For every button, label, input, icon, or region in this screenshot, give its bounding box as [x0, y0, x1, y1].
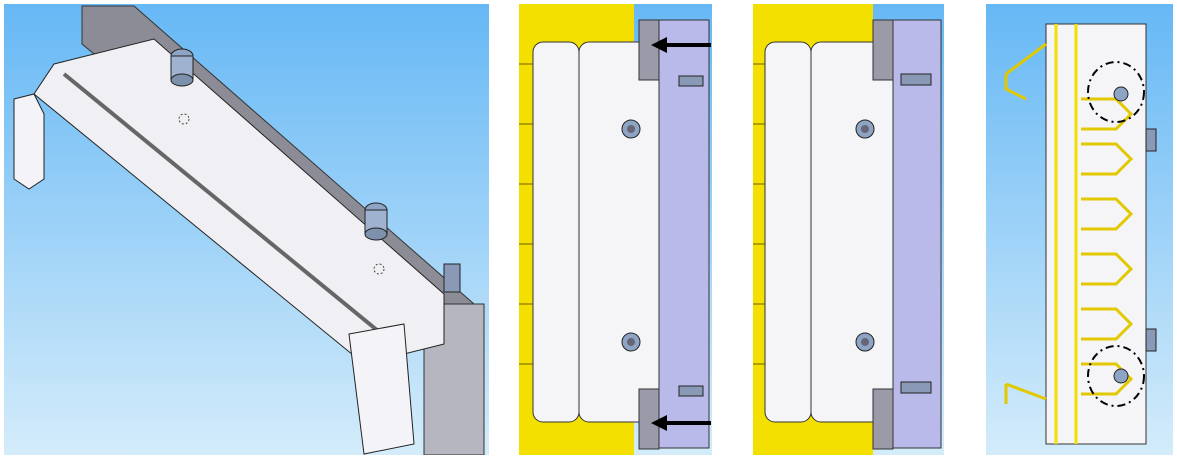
callout-bottom: [1087, 345, 1145, 407]
pin: [443, 263, 461, 293]
panel-isometric: [4, 4, 489, 455]
screw-top: [855, 119, 875, 139]
clamp-groove: [62, 72, 396, 346]
left-leg: [13, 93, 45, 190]
clamp-body-right: [578, 41, 670, 423]
screw-bottom: [1113, 368, 1129, 384]
side-view-arrows: [519, 4, 712, 455]
rail-profile: [1004, 42, 1134, 404]
bottom-block: [638, 388, 660, 450]
pin-bottom: [1145, 328, 1157, 352]
pin-top: [678, 75, 704, 87]
screw-2: [364, 202, 388, 241]
clamp-body-left: [532, 41, 580, 423]
side-plate: [892, 19, 942, 449]
screw-bottom: [855, 332, 875, 352]
pin-top: [900, 73, 932, 86]
top-block: [638, 19, 660, 81]
clamp-body-right: [810, 41, 894, 423]
side-view: [753, 4, 944, 455]
screw-top: [1113, 86, 1129, 102]
rail-outline: [1054, 24, 1078, 444]
screw-bottom: [621, 332, 641, 352]
arrow-bottom: [651, 415, 711, 431]
pin-top: [1145, 128, 1157, 152]
pin-bottom: [678, 385, 704, 397]
arrow-top: [651, 37, 711, 53]
hole-1: [178, 113, 190, 125]
bottom-block: [872, 388, 894, 450]
callout-top: [1087, 61, 1145, 123]
panel-side: [753, 4, 944, 455]
isometric-view: [4, 4, 489, 455]
screw-top: [621, 119, 641, 139]
screw-1: [170, 48, 194, 87]
panel-side-arrows: [519, 4, 712, 455]
pin-bottom: [900, 381, 932, 394]
side-plate: [658, 19, 710, 449]
top-block: [872, 19, 894, 81]
right-leg: [348, 323, 415, 455]
clamp-front: [1045, 23, 1147, 445]
clamp-body-left: [764, 41, 812, 423]
front-view: [986, 4, 1173, 455]
hole-2: [373, 263, 385, 275]
panel-front: [986, 4, 1173, 455]
